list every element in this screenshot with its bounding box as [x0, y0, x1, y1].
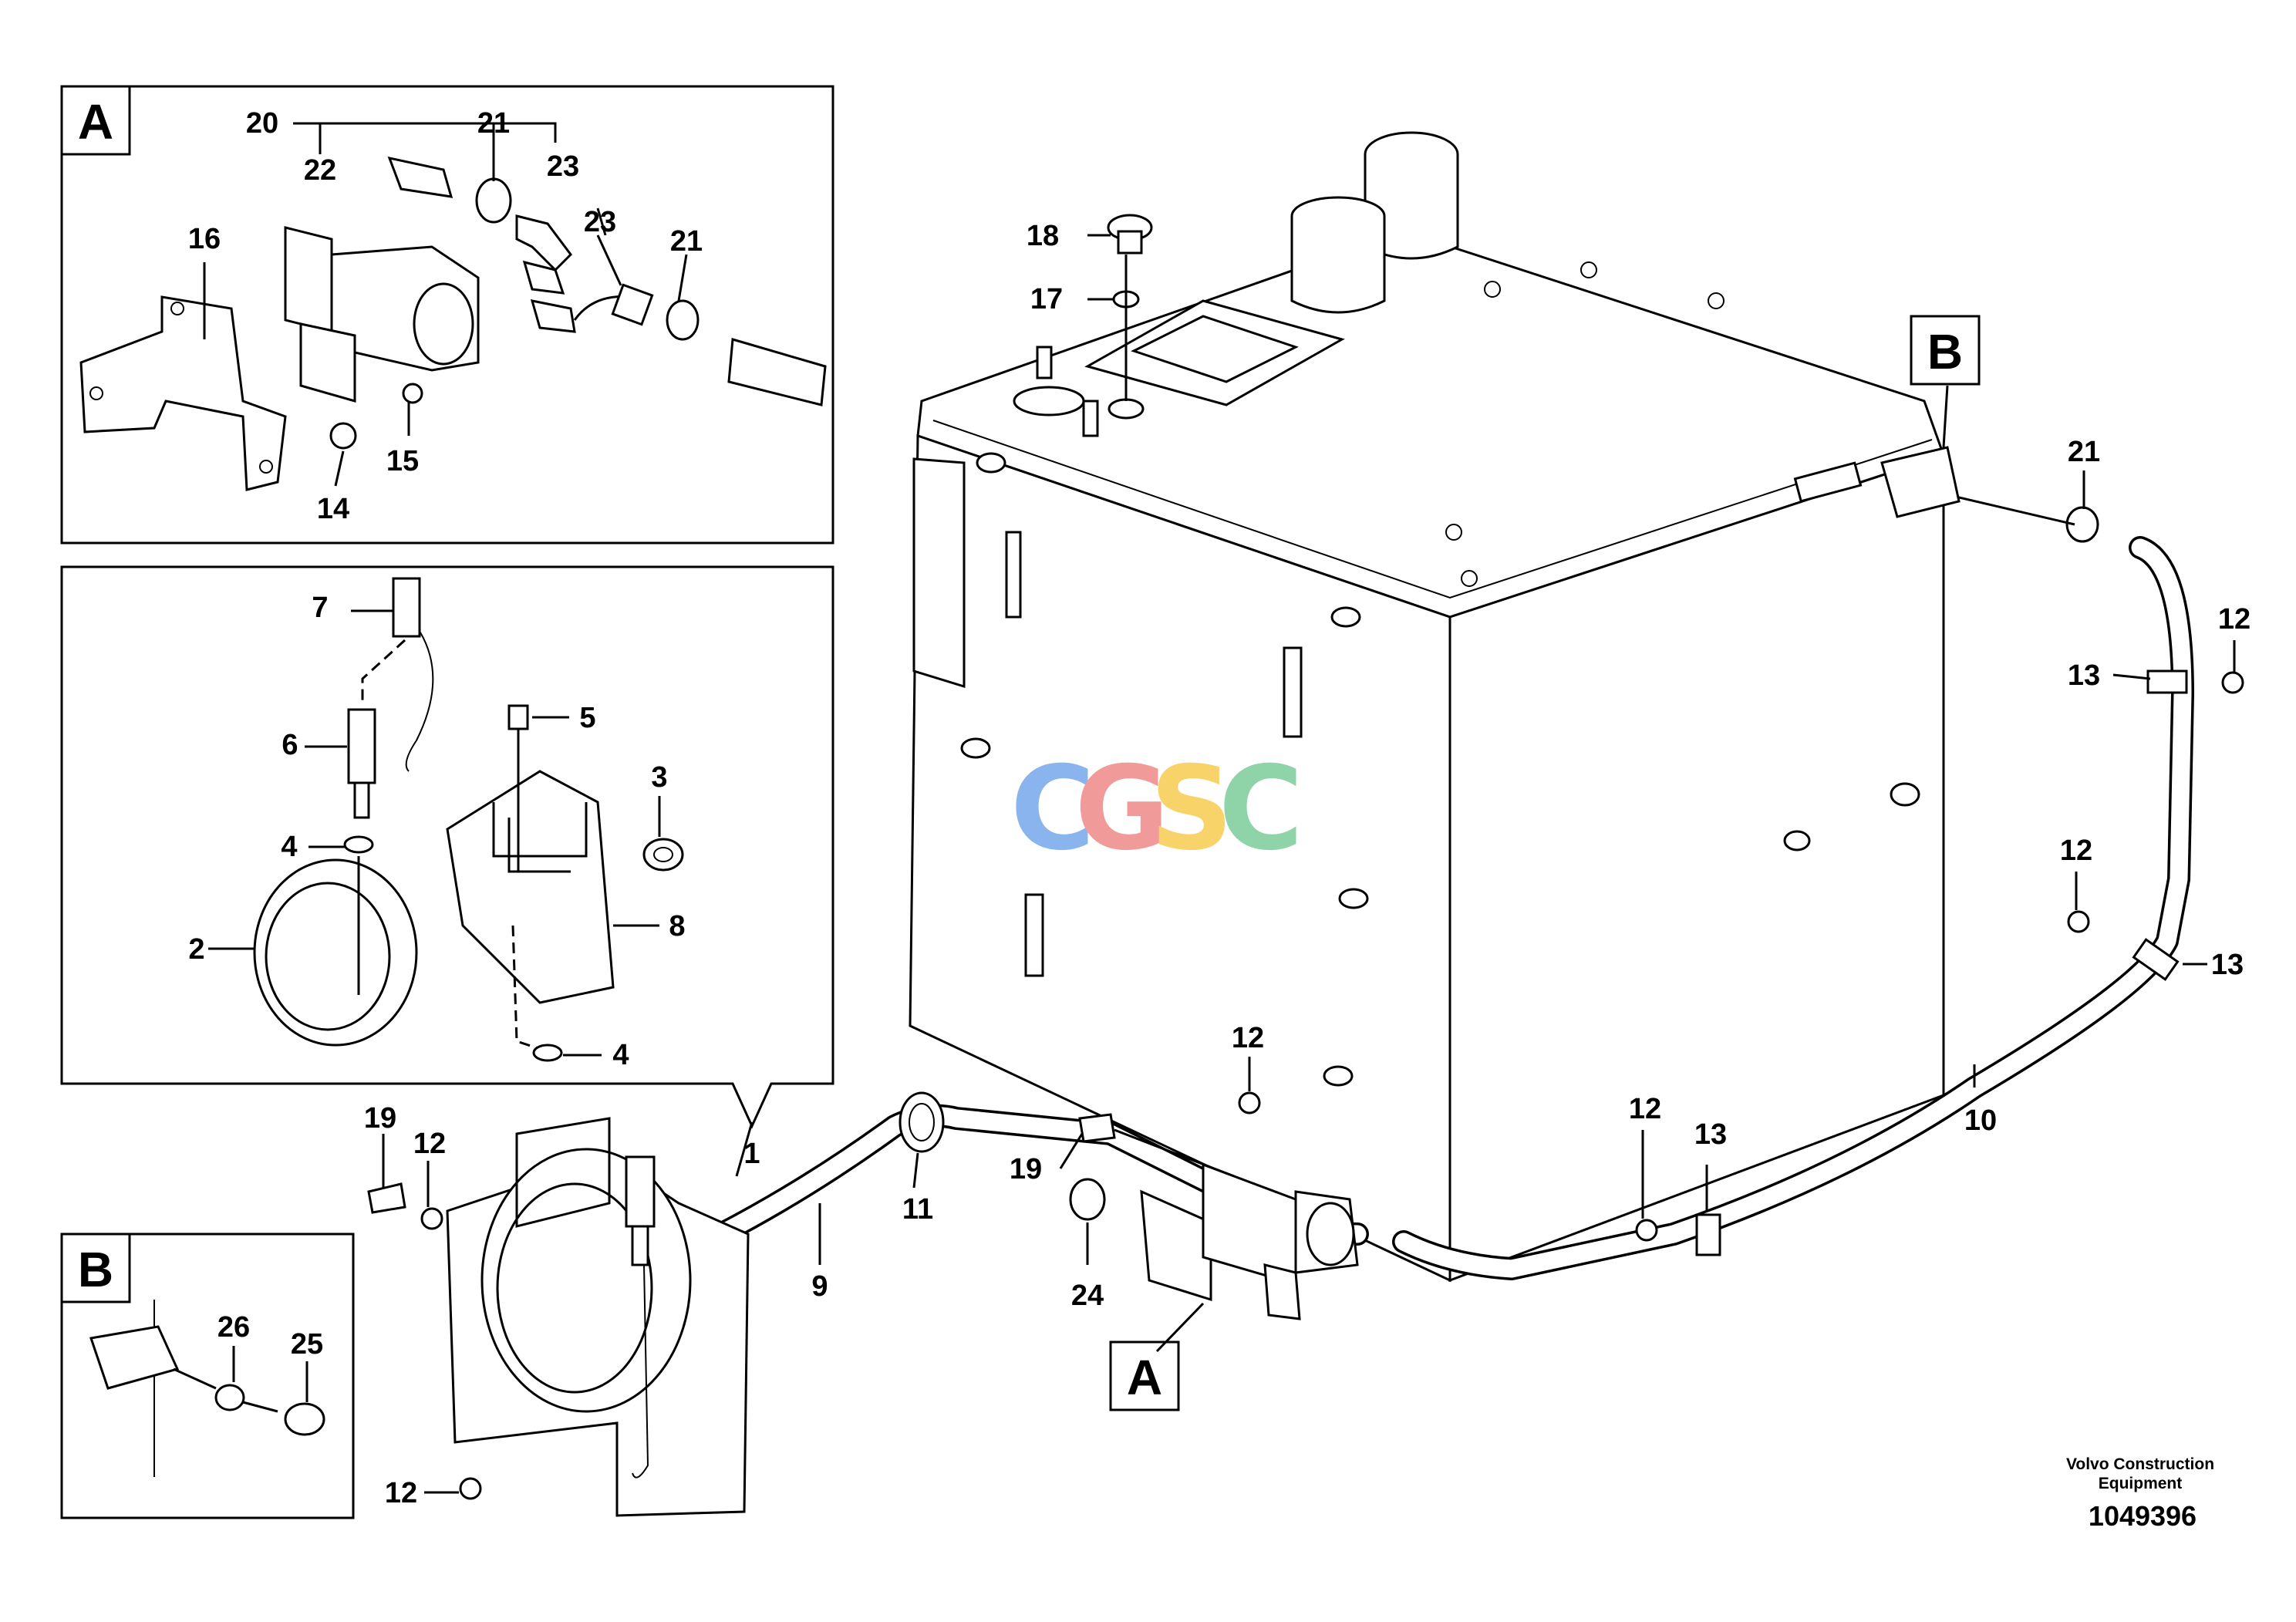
label-9: 9 [811, 1270, 828, 1303]
drawing-number: 1049396 [2089, 1500, 2197, 1532]
label-18: 18 [1027, 220, 1059, 252]
clamp-13-lower [2132, 938, 2180, 981]
callout-a-letter: A [1127, 1350, 1162, 1405]
label-12-left-bottom: 12 [385, 1477, 417, 1509]
bracket-16 [79, 295, 287, 491]
label-5: 5 [579, 702, 595, 734]
label-22: 22 [304, 154, 336, 187]
watermark-letter-g: G [1074, 742, 1169, 876]
company-name-line2: Equipment [2099, 1475, 2183, 1492]
clamp-13-upper [2146, 669, 2188, 694]
detail-bracket-panel [60, 565, 834, 1129]
solenoid-valve-22 [284, 226, 333, 333]
callout-b-letter: B [1927, 324, 1963, 379]
label-26: 26 [217, 1311, 250, 1344]
watermark-letter-c1: C [1010, 742, 1095, 876]
label-13-right-top: 13 [2068, 659, 2100, 692]
label-2: 2 [188, 933, 204, 966]
label-23-b: 23 [584, 206, 616, 238]
label-25: 25 [291, 1328, 323, 1361]
detail-a-panel: A [60, 85, 834, 545]
hydraulic-tank [909, 131, 1961, 1283]
clamp-13-bottom [1695, 1213, 1721, 1256]
detail-a-letter: A [78, 94, 113, 150]
grommet-11 [899, 1091, 945, 1153]
label-4-bottom: 4 [612, 1039, 629, 1071]
label-12-right-top: 12 [2218, 603, 2250, 636]
cgsc-watermark: C G S C [1010, 742, 1303, 876]
label-17: 17 [1030, 283, 1063, 315]
label-12-right-mid: 12 [2060, 835, 2092, 867]
label-20: 20 [246, 107, 278, 140]
label-6: 6 [282, 729, 298, 761]
label-12-left: 12 [413, 1128, 446, 1160]
label-21-a: 21 [477, 107, 510, 140]
company-name-line1: Volvo Construction [2066, 1455, 2214, 1473]
watermark-letter-c2: C [1219, 742, 1303, 876]
label-24: 24 [1071, 1280, 1104, 1312]
label-12-center: 12 [1232, 1022, 1264, 1054]
label-1: 1 [743, 1138, 760, 1170]
label-10: 10 [1964, 1104, 1997, 1137]
label-3: 3 [651, 761, 667, 794]
label-7: 7 [312, 592, 328, 624]
label-21-main: 21 [2068, 436, 2100, 468]
label-13-right-mid: 13 [2211, 949, 2244, 981]
label-21-b: 21 [670, 225, 703, 258]
label-15: 15 [386, 445, 419, 477]
label-19-center: 19 [1010, 1153, 1042, 1185]
label-16: 16 [188, 223, 221, 255]
label-8: 8 [669, 910, 685, 943]
label-11: 11 [902, 1193, 933, 1226]
bracket-assembly-1 [446, 1117, 750, 1517]
detail-b-panel: B [60, 1233, 355, 1519]
detail-b-letter: B [78, 1242, 113, 1297]
watermark-letter-s: S [1150, 742, 1233, 876]
label-23-a: 23 [547, 150, 579, 183]
label-4-top: 4 [281, 831, 297, 863]
label-13-bottom: 13 [1694, 1118, 1727, 1151]
label-19-left: 19 [364, 1102, 396, 1135]
label-14: 14 [317, 493, 349, 525]
label-12-bottom: 12 [1629, 1093, 1661, 1125]
